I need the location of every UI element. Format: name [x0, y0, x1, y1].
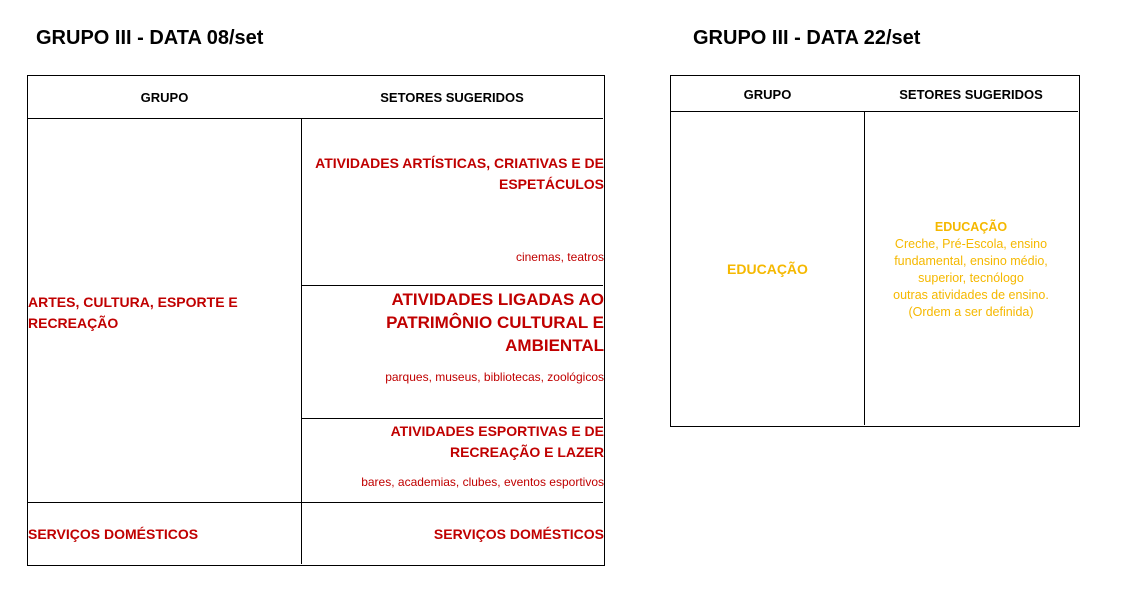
- right-sector-line-2: fundamental, ensino médio,: [894, 254, 1048, 268]
- sector-atividades-artisticas-title: ATIVIDADES ARTÍSTICAS, CRIATIVAS E DE ES…: [315, 155, 604, 192]
- right-table: GRUPO SETORES SUGERIDOS EDUCAÇÃO EDUCAÇÃ…: [670, 75, 1080, 427]
- sector-servicos-domesticos: SERVIÇOS DOMÉSTICOS: [433, 526, 604, 542]
- sector-patrimonio-cultural-title: ATIVIDADES LIGADAS AO PATRIMÔNIO CULTURA…: [386, 290, 604, 355]
- right-sector-educacao: EDUCAÇÃO Creche, Pré-Escola, ensino fund…: [864, 219, 1078, 321]
- sector-patrimonio-cultural-detail: parques, museus, bibliotecas, zoológicos: [385, 370, 604, 384]
- right-header-grupo: GRUPO: [743, 86, 792, 102]
- left-header-grupo: GRUPO: [140, 90, 189, 105]
- right-table-title: GRUPO III - DATA 22/set: [693, 27, 921, 49]
- left-table: GRUPO SETORES SUGERIDOS ARTES, CULTURA, …: [27, 75, 605, 566]
- right-group-educacao: EDUCAÇÃO: [727, 261, 808, 277]
- right-sector-line-5: (Ordem a ser definida): [908, 305, 1034, 319]
- group-servicos-domesticos: SERVIÇOS DOMÉSTICOS: [28, 526, 199, 542]
- group-artes-cultura: ARTES, CULTURA, ESPORTE E RECREAÇÃO: [28, 294, 238, 331]
- left-table-title: GRUPO III - DATA 08/set: [36, 27, 264, 49]
- sector-esportivas-recreacao-title: ATIVIDADES ESPORTIVAS E DE RECREAÇÃO E L…: [390, 423, 604, 460]
- sector-atividades-artisticas-detail: cinemas, teatros: [515, 250, 604, 264]
- right-sector-educacao-title: EDUCAÇÃO: [934, 220, 1008, 234]
- right-sector-line-3: superior, tecnólogo: [918, 271, 1024, 285]
- left-header-setores: SETORES SUGERIDOS: [380, 90, 524, 105]
- right-sector-line-1: Creche, Pré-Escola, ensino: [894, 237, 1048, 251]
- right-header-setores: SETORES SUGERIDOS: [899, 86, 1043, 102]
- sector-esportivas-recreacao-detail: bares, academias, clubes, eventos esport…: [361, 475, 604, 489]
- right-sector-line-4: outras atividades de ensino.: [893, 288, 1049, 302]
